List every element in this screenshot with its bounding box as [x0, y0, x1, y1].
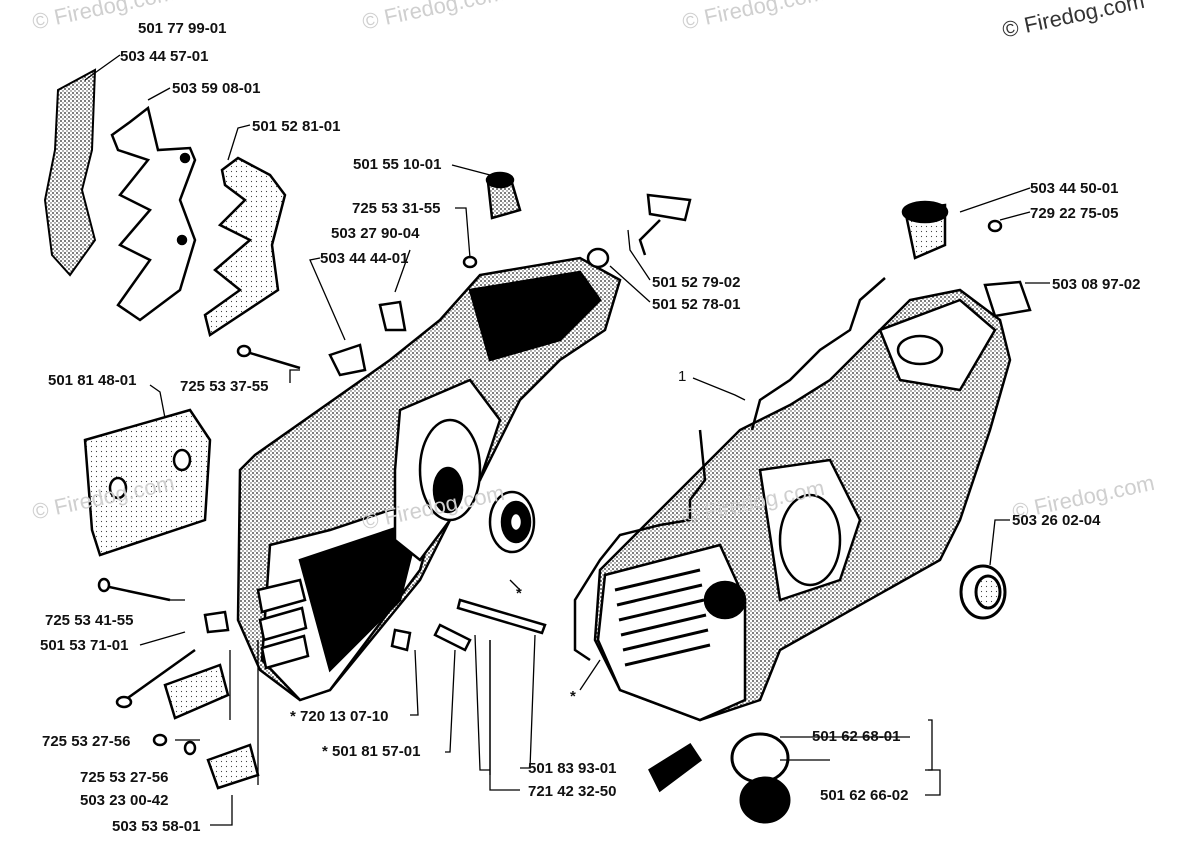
- part-label: 725 53 31-55: [352, 200, 441, 217]
- chain-guide-plate: [83, 408, 212, 557]
- part-label: 501 62 66-02: [820, 787, 909, 804]
- crankcase-right: [593, 288, 1012, 722]
- part-label: 503 44 57-01: [120, 48, 209, 65]
- cap-right: [901, 200, 949, 260]
- crankcase-left: [236, 256, 622, 702]
- part-label: 725 53 27-56: [42, 733, 131, 750]
- bearing: [488, 490, 536, 554]
- part-label: 501 55 10-01: [353, 156, 442, 173]
- bumper-plate-outer: [43, 68, 97, 277]
- part-label: 501 81 48-01: [48, 372, 137, 389]
- pins: [390, 598, 547, 652]
- leader-lines: [84, 54, 1050, 826]
- grommets: [328, 247, 610, 377]
- part-label: 501 83 93-01: [528, 760, 617, 777]
- part-label: 725 53 37-55: [180, 378, 269, 395]
- bumper-spike-1: [110, 105, 197, 322]
- part-label: 501 52 78-01: [652, 296, 741, 313]
- part-label: 501 52 79-02: [652, 274, 741, 291]
- bumper-spike-2: [203, 156, 287, 338]
- part-label: 501 77 99-01: [138, 20, 227, 37]
- tank-cap-parts: [648, 732, 791, 824]
- part-label: * 720 13 07-10: [290, 708, 389, 725]
- part-label: 503 59 08-01: [172, 80, 261, 97]
- contact-clip: [638, 193, 692, 256]
- part-label: 503 44 50-01: [1030, 180, 1119, 197]
- part-label: 721 42 32-50: [528, 783, 617, 800]
- part-label: 503 23 00-42: [80, 792, 169, 809]
- asterisk-marker: *: [516, 585, 522, 602]
- part-label: 1: [678, 368, 687, 385]
- part-label: 501 52 81-01: [252, 118, 341, 135]
- part-label: 503 26 02-04: [1012, 512, 1101, 529]
- part-label: 501 62 68-01: [812, 728, 901, 745]
- part-label: 503 53 58-01: [112, 818, 201, 835]
- gasket-upper: [573, 277, 886, 662]
- part-label: * 501 81 57-01: [322, 743, 421, 760]
- part-label: 503 27 90-04: [331, 225, 420, 242]
- screws: [97, 219, 1003, 756]
- part-label: 503 44 44-01: [320, 250, 409, 267]
- part-label: 729 22 75-05: [1030, 205, 1119, 222]
- bracket-right: [983, 280, 1032, 318]
- part-label: 725 53 41-55: [45, 612, 134, 629]
- filler-cap: [485, 171, 522, 220]
- part-label: 725 53 27-56: [80, 769, 169, 786]
- part-label: 501 53 71-01: [40, 637, 129, 654]
- small-blocks: [163, 610, 260, 790]
- part-label: 503 08 97-02: [1052, 276, 1141, 293]
- asterisk-marker: *: [570, 688, 576, 705]
- seal-ring: [959, 564, 1007, 620]
